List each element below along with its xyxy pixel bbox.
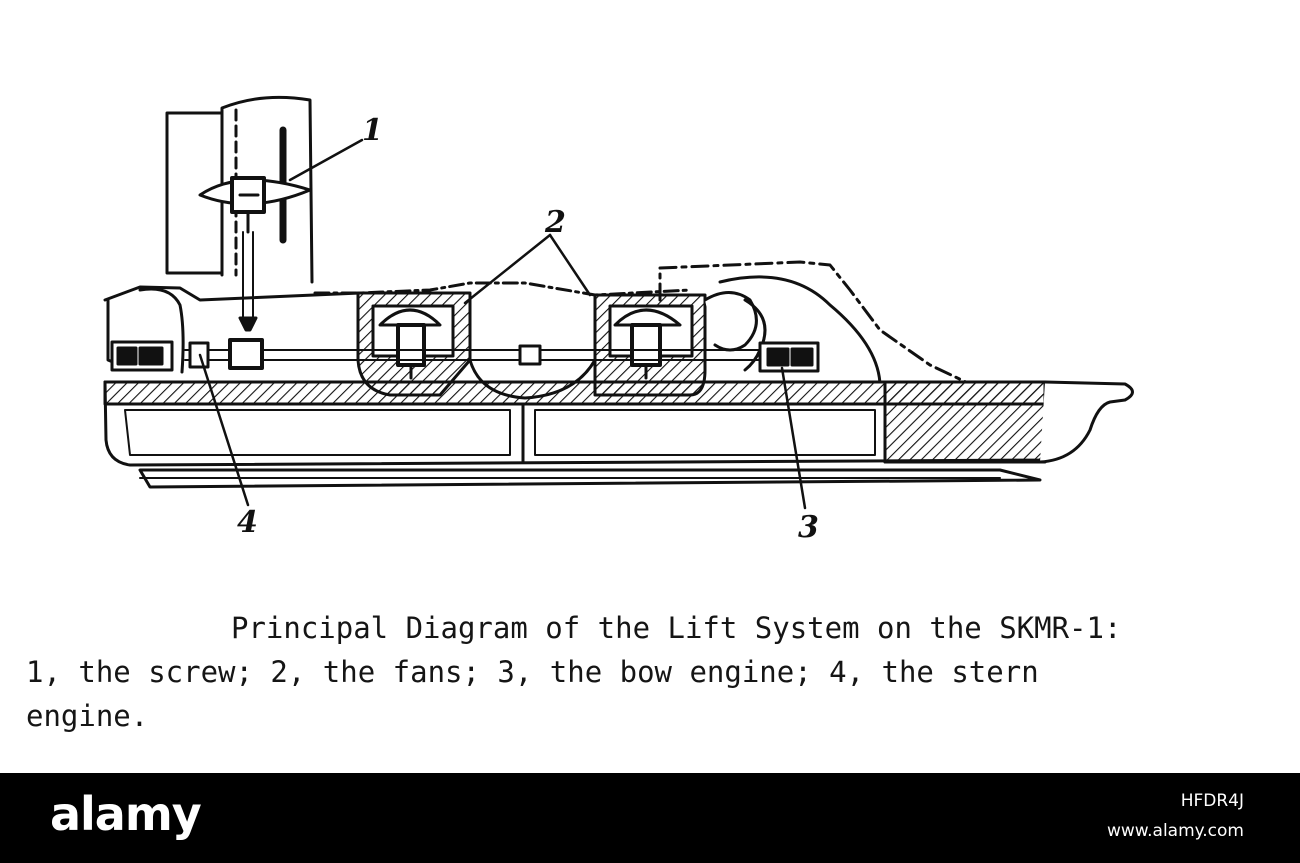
fan-left — [356, 291, 472, 397]
caption-line-1: Principal Diagram of the Lift System on … — [231, 611, 1122, 645]
vertical-shaft — [238, 231, 258, 332]
bow-engine — [758, 341, 820, 373]
image-id: HFDR4J — [1180, 791, 1244, 811]
site-url: www.alamy.com — [1106, 821, 1244, 841]
screw — [198, 176, 312, 234]
alamy-logo: alamy — [50, 787, 202, 841]
callout-fans: 2 — [544, 205, 566, 240]
main-shaft — [184, 338, 761, 370]
hull — [103, 380, 1050, 489]
stern-engine — [110, 340, 174, 372]
leader-lines — [198, 138, 807, 510]
callout-bow-engine: 3 — [798, 510, 819, 545]
fan-right — [593, 293, 707, 397]
caption-line-2: 1, the screw; 2, the fans; 3, the bow en… — [26, 655, 1039, 689]
callout-stern-engine: 4 — [237, 505, 258, 540]
lift-system-diagram: 1 2 3 4 — [103, 95, 1134, 545]
watermark-footer: alamy HFDR4J www.alamy.com — [0, 773, 1300, 863]
caption-line-3: engine. — [26, 699, 149, 733]
diagram-svg: 1 2 3 4 — [103, 95, 1134, 545]
diagram-caption: Principal Diagram of the Lift System on … — [26, 606, 1286, 738]
callout-screw: 1 — [362, 113, 383, 148]
